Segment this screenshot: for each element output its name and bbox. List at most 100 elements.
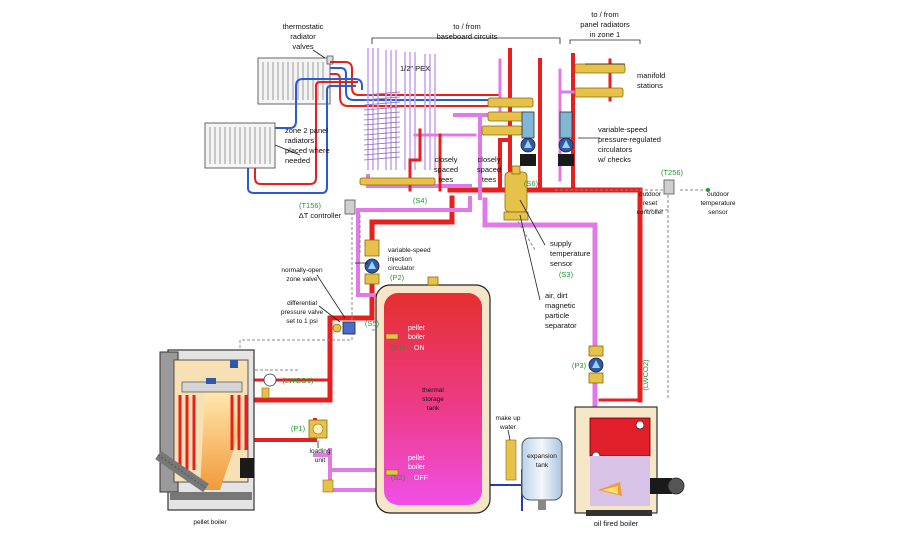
label-loading-2: unit [315, 457, 326, 464]
label-lwco2: (LWCO2) [641, 359, 650, 391]
label-s5: (S5) [365, 319, 380, 328]
annotation-labels: thermostatic radiator valves to / from b… [193, 10, 736, 528]
air-dirt-separator [503, 165, 529, 221]
label-zone2-1: zone 2 panel [285, 126, 328, 135]
label-pellet-off-3: OFF [414, 475, 428, 482]
label-vs-circ-2: pressure-regulated [598, 135, 661, 144]
label-t256: (T256) [661, 168, 684, 177]
pex-tubing [247, 61, 500, 194]
label-thermostatic-2: radiator [290, 32, 316, 41]
dt-controller-box [344, 199, 356, 215]
label-tank-1: thermal [422, 387, 444, 394]
label-pellet-on-1: pellet [408, 325, 425, 332]
label-t156: (T156) [299, 201, 322, 210]
label-s2: (S2) [391, 473, 406, 482]
label-tees2-2: spaced [477, 165, 501, 174]
label-diff-valve-1: differential [287, 300, 317, 307]
label-diff-valve-3: set to 1 psi [286, 318, 317, 325]
label-manifold-2: stations [637, 81, 663, 90]
label-injection-2: injection [388, 256, 412, 263]
label-tees1-3: tees [439, 175, 453, 184]
label-makeup-2: water [499, 424, 517, 431]
label-lwco1: (LWCO1) [282, 376, 314, 385]
zone2-panel-radiator [204, 122, 276, 169]
label-zone2-2: radiators [285, 136, 314, 145]
label-dt-controller: ΔT controller [299, 211, 342, 220]
label-vs-circ-4: w/ checks [597, 155, 631, 164]
label-s3: (S3) [559, 270, 574, 279]
label-pex: 1/2" PEX [400, 64, 430, 73]
brass-manifolds [359, 63, 626, 186]
label-separator-2: magnetic [545, 301, 576, 310]
zone-circulators [520, 111, 574, 166]
label-expansion-2: tank [536, 462, 549, 469]
label-zone2-3: placed where [285, 146, 330, 155]
label-baseboard-1: to / from [453, 22, 481, 31]
label-thermostatic-3: valves [292, 42, 314, 51]
p3-circulator [588, 345, 604, 384]
label-vs-circ-1: variable-speed [598, 125, 647, 134]
pellet-boiler [155, 349, 277, 511]
injection-circulator [364, 239, 380, 285]
label-supply-sensor-2: temperature [550, 249, 590, 258]
tube-hatching [363, 91, 401, 161]
outdoor-sensor-dot [706, 188, 710, 192]
label-separator-1: air, dirt [545, 291, 568, 300]
label-oil-boiler: oil fired boiler [594, 519, 639, 528]
label-p1: (P1) [291, 424, 306, 433]
expansion-tank [505, 437, 563, 510]
label-diff-valve-2: pressure valve [281, 309, 324, 316]
label-pellet-off-1: pellet [408, 455, 425, 462]
label-p3: (P3) [572, 361, 587, 370]
label-manifold-1: manifold [637, 71, 665, 80]
label-s1: (S1) [391, 343, 406, 352]
label-supply-sensor-3: sensor [550, 259, 573, 268]
label-tees1-2: spaced [434, 165, 458, 174]
label-tees2-1: closely [478, 155, 501, 164]
label-pellet-off-2: boiler [408, 464, 426, 471]
outdoor-reset-controller-box [663, 179, 675, 195]
label-panel-zone1-1: to / from [591, 10, 619, 19]
label-outdoor-sensor-3: sensor [708, 209, 728, 216]
label-supply-sensor-1: supply [550, 239, 572, 248]
label-outdoor-reset-2: reset [643, 200, 658, 207]
label-pellet-boiler: pellet boiler [193, 519, 227, 526]
label-zone-valve-2: zone valve [286, 276, 317, 283]
label-expansion-1: expansion [527, 453, 557, 460]
label-outdoor-reset-1: outdoor [639, 191, 662, 198]
label-s4: (S4) [413, 196, 428, 205]
zone-valve [332, 321, 356, 335]
oil-fired-boiler [574, 406, 685, 516]
loading-unit [308, 419, 334, 493]
label-injection-3: circulator [388, 265, 415, 272]
label-p2: (P2) [390, 273, 405, 282]
thermal-storage-tank [375, 276, 491, 514]
label-vs-circ-3: circulators [598, 145, 632, 154]
label-injection-1: variable-speed [388, 247, 431, 254]
label-pellet-on-2: boiler [408, 334, 426, 341]
thermostatic-valve-icon [326, 55, 334, 65]
label-outdoor-sensor-2: temperature [700, 200, 735, 207]
label-tank-2: storage [422, 396, 444, 403]
label-s6: (S6) [524, 179, 539, 188]
label-tees2-3: tees [482, 175, 496, 184]
label-thermostatic-1: thermostatic [283, 22, 324, 31]
label-tank-3: tank [427, 405, 440, 412]
label-outdoor-reset-3: controller [637, 209, 665, 216]
label-zone-valve-1: normally-open [281, 267, 323, 274]
label-pellet-on-3: ON [414, 345, 425, 352]
label-tees1-1: closely [435, 155, 458, 164]
label-makeup-1: make up [496, 415, 521, 422]
label-loading-1: loading [310, 448, 331, 455]
zone1-panel-radiator [257, 55, 334, 105]
label-panel-zone1-2: panel radiators [580, 20, 630, 29]
label-panel-zone1-3: in zone 1 [590, 30, 620, 39]
label-zone2-4: needed [285, 156, 310, 165]
label-separator-4: separator [545, 321, 577, 330]
leader-lines [274, 37, 641, 448]
label-baseboard-2: baseboard circuits [437, 32, 498, 41]
label-separator-3: particle [545, 311, 569, 320]
label-outdoor-sensor-1: outdoor [707, 191, 730, 198]
